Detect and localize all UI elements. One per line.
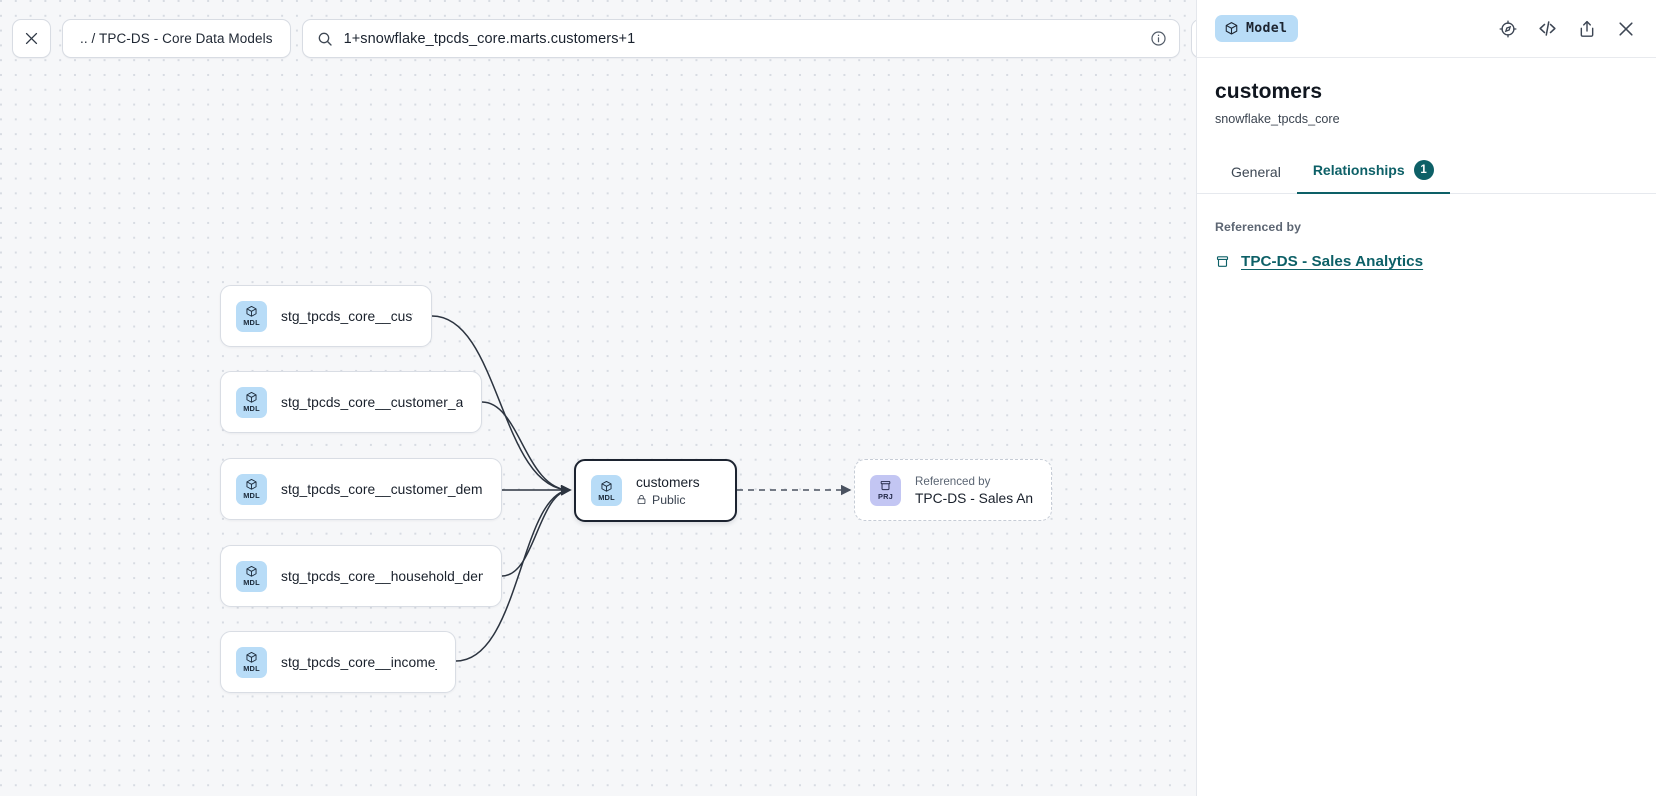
search-input-value[interactable]: 1+snowflake_tpcds_core.marts.customers+1 — [343, 30, 636, 47]
graph-node-label: stg_tpcds_core__customer_demogra… — [281, 481, 483, 497]
panel-toolbar: Model — [1197, 0, 1656, 58]
project-icon — [1216, 256, 1229, 267]
details-panel: Model customers snowflake_tpcds_core Gen… — [1196, 0, 1656, 796]
edge-customer-address-to-customers — [481, 401, 572, 496]
graph-node-access-label: Public — [652, 492, 686, 507]
model-badge-label: MDL — [243, 318, 260, 327]
refresh-button[interactable] — [1190, 19, 1196, 58]
cube-icon — [601, 480, 612, 492]
cube-icon — [246, 391, 257, 403]
code-icon[interactable] — [1537, 18, 1558, 39]
model-badge-label: MDL — [243, 404, 260, 413]
referenced-by-item[interactable]: TPC-DS - Sales Analytics — [1215, 253, 1636, 270]
project-badge-label: PRJ — [878, 492, 893, 501]
graph-node-stg-customer[interactable]: MDL stg_tpcds_core__customer — [220, 285, 432, 347]
graph-node-label: stg_tpcds_core__income_band — [281, 654, 437, 670]
page-title: customers — [1215, 80, 1323, 103]
page-subtitle: snowflake_tpcds_core — [1215, 112, 1340, 126]
model-badge: MDL — [236, 473, 267, 505]
panel-tabs: General Relationships 1 — [1197, 150, 1656, 194]
referenced-by-section-label: Referenced by — [1215, 220, 1302, 234]
graph-node-body: customers Public — [636, 475, 700, 507]
model-badge: MDL — [236, 646, 267, 678]
close-x-icon[interactable] — [1616, 19, 1636, 39]
close-x-icon — [25, 32, 38, 45]
graph-node-title: TPC-DS - Sales Analytics — [915, 490, 1033, 506]
tab-relationships-count: 1 — [1413, 160, 1434, 180]
graph-node-kicker: Referenced by — [915, 474, 991, 488]
breadcrumb[interactable]: .. / TPC-DS - Core Data Models — [62, 19, 291, 58]
model-badge: MDL — [236, 300, 267, 332]
graph-node-label: stg_tpcds_core__household_demogr… — [281, 568, 483, 584]
tab-relationships[interactable]: Relationships 1 — [1296, 150, 1450, 194]
graph-node-stg-income-band[interactable]: MDL stg_tpcds_core__income_band — [220, 631, 456, 693]
info-circle-icon[interactable] — [1150, 30, 1167, 47]
panel-header: customers snowflake_tpcds_core — [1197, 58, 1656, 126]
close-lineage-button[interactable] — [12, 19, 51, 58]
cube-icon — [246, 478, 257, 490]
model-badge-label: MDL — [243, 491, 260, 500]
panel-action-buttons — [1498, 18, 1636, 39]
model-badge-label: MDL — [243, 578, 260, 587]
model-badge: MDL — [236, 386, 267, 418]
edge-income-band-to-customers — [455, 485, 572, 662]
graph-node-customers-selected[interactable]: MDL customers Public — [574, 459, 737, 522]
project-icon — [880, 480, 891, 491]
graph-node-label: stg_tpcds_core__customer_address — [281, 394, 463, 410]
cube-icon — [1225, 22, 1238, 35]
model-badge-label: MDL — [598, 492, 615, 502]
edge-household-demographics-to-customers — [501, 485, 572, 577]
tab-relationships-label: Relationships — [1312, 162, 1405, 178]
lock-icon — [637, 495, 646, 505]
model-badge: MDL — [236, 560, 267, 592]
model-badge: MDL — [591, 475, 622, 506]
cube-icon — [246, 651, 257, 663]
graph-node-title: customers — [636, 474, 700, 490]
graph-node-access: Public — [636, 493, 700, 507]
tab-general[interactable]: General — [1215, 154, 1297, 194]
search-icon — [318, 32, 332, 46]
cube-icon — [246, 305, 257, 317]
referenced-by-link-label: TPC-DS - Sales Analytics — [1241, 253, 1424, 270]
lineage-edges — [431, 315, 852, 662]
share-icon[interactable] — [1577, 19, 1597, 39]
lineage-canvas[interactable]: .. / TPC-DS - Core Data Models 1+snowfla… — [0, 0, 1196, 796]
graph-node-stg-customer-address[interactable]: MDL stg_tpcds_core__customer_address — [220, 371, 482, 433]
compass-icon[interactable] — [1498, 19, 1518, 39]
relationships-content: Referenced by TPC-DS - Sales Analytics — [1197, 194, 1656, 796]
graph-node-project-sales-analytics[interactable]: PRJ Referenced by TPC-DS - Sales Analyti… — [854, 459, 1052, 521]
graph-node-body: Referenced by TPC-DS - Sales Analytics — [915, 475, 1033, 506]
entity-type-badge: Model — [1215, 15, 1299, 42]
graph-node-stg-household-demographics[interactable]: MDL stg_tpcds_core__household_demogr… — [220, 545, 502, 607]
model-badge-label: MDL — [243, 664, 260, 673]
lineage-search-field[interactable]: 1+snowflake_tpcds_core.marts.customers+1 — [301, 19, 1180, 58]
cube-icon — [246, 565, 257, 577]
entity-type-label: Model — [1246, 21, 1288, 36]
graph-node-label: stg_tpcds_core__customer — [281, 308, 413, 324]
project-badge: PRJ — [870, 474, 901, 506]
edge-customer-to-customers — [431, 315, 572, 496]
tab-general-label: General — [1231, 164, 1281, 180]
graph-node-stg-customer-demographics[interactable]: MDL stg_tpcds_core__customer_demogra… — [220, 458, 502, 520]
breadcrumb-label: .. / TPC-DS - Core Data Models — [80, 31, 273, 46]
canvas-toolbar: .. / TPC-DS - Core Data Models 1+snowfla… — [12, 19, 1196, 58]
